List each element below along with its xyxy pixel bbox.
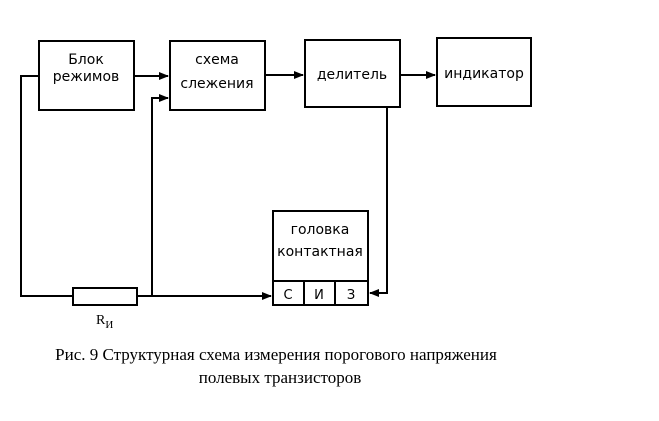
mode-unit-label-line2: режимов <box>53 69 120 85</box>
indicator-label: индикатор <box>444 66 524 82</box>
wire-mode-to-resistor <box>20 75 73 297</box>
contact-head-label-line2: контактная <box>277 244 363 260</box>
contact-head-label-line1: головка <box>291 222 350 238</box>
divider-block: делитель <box>304 39 401 108</box>
caption-line2: полевых транзисторов <box>199 368 361 387</box>
caption-line1: Рис. 9 Структурная схема измерения порог… <box>55 345 497 364</box>
pin-gate: З <box>347 288 355 303</box>
mode-unit-label-line1: Блок <box>68 52 104 68</box>
divider-label: делитель <box>317 67 387 83</box>
figure-caption: Рис. 9 Структурная схема измерения порог… <box>55 345 497 387</box>
indicator-block: индикатор <box>436 37 532 107</box>
mode-unit-block: Блок режимов <box>38 40 135 111</box>
resistor: RИ <box>72 287 138 331</box>
arrow-divider-to-gate <box>369 107 388 297</box>
resistor-label: RИ <box>96 313 113 331</box>
contact-head-block: головка контактная С И З <box>272 210 369 306</box>
connections <box>20 71 436 300</box>
tracking-circuit-block: схема слежения <box>169 40 266 111</box>
tracking-circuit-label-line1: схема <box>195 52 239 68</box>
pin-drain: И <box>314 288 324 303</box>
arrow-feedback-to-tracking <box>151 94 169 296</box>
tracking-circuit-label-line2: слежения <box>180 76 253 92</box>
pin-source: С <box>283 288 292 303</box>
